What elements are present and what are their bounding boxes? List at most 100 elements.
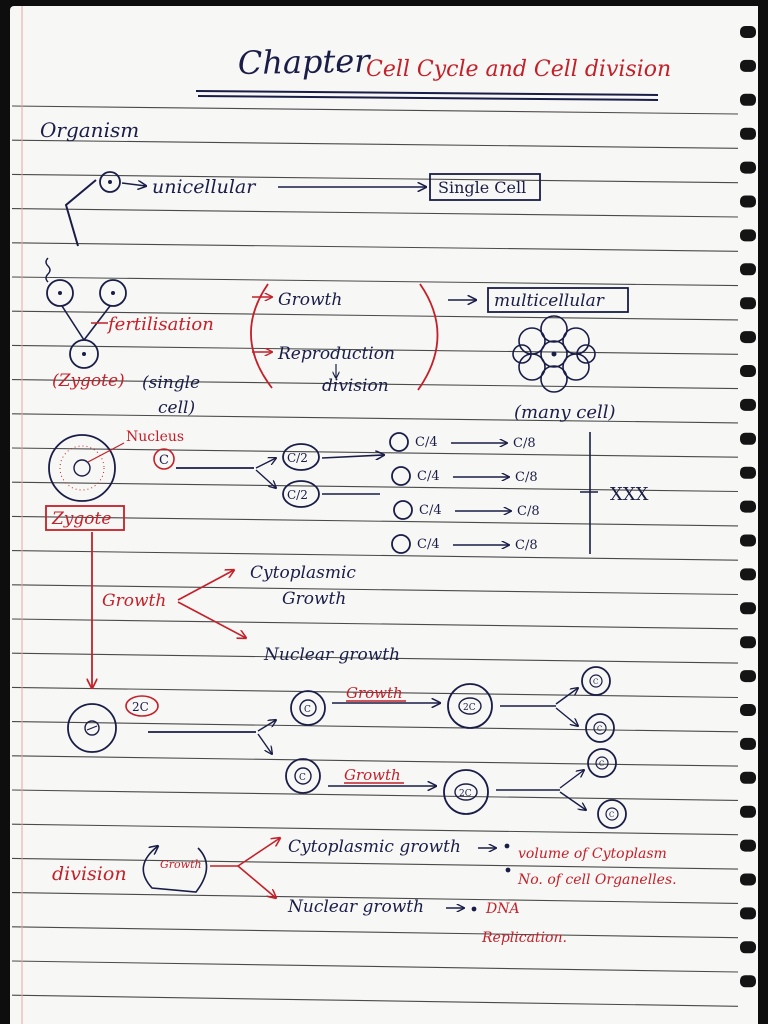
ruled-line <box>11 242 739 252</box>
unicellular-cell <box>99 171 121 193</box>
ruled-line <box>11 139 739 149</box>
nucleus-pointer <box>87 442 125 463</box>
ruled-line <box>11 686 739 699</box>
upper-daughter-c: C <box>304 705 311 715</box>
multicellular-cluster <box>512 315 596 393</box>
spiral-hole <box>740 93 756 106</box>
c2-to-c4-line-a <box>321 455 384 458</box>
gamete-cell-right <box>99 279 127 307</box>
two-c-badge-label: 2C <box>132 700 149 714</box>
gamete-cell-left <box>46 279 74 307</box>
c2-cell-b <box>282 480 320 508</box>
big-zygote-cell <box>48 434 116 502</box>
spiral-hole <box>740 771 756 784</box>
c8-label: C/8 <box>515 538 538 553</box>
ruled-line <box>11 755 739 767</box>
ruled-line <box>11 550 739 561</box>
ruled-line <box>11 413 739 424</box>
lower-grown-2c: 2C <box>459 789 472 799</box>
left-paren <box>250 283 273 389</box>
cycle-down-arrow <box>257 733 272 754</box>
upper-daughter-c-circle <box>299 699 317 717</box>
organelles-label: No. of cell Organelles. <box>517 872 677 888</box>
title-dash: - <box>336 57 343 82</box>
multicellular-label: multicellular <box>494 291 605 311</box>
c2-label-a: C/2 <box>287 451 308 465</box>
big-zygote-cytoplasm <box>59 445 105 491</box>
ruled-line <box>11 926 739 939</box>
c4-label: C/4 <box>415 435 438 450</box>
growth-loop-arc <box>142 846 208 893</box>
spiral-hole <box>740 805 756 818</box>
spiral-hole <box>740 907 756 920</box>
lower-daughter-c-circle <box>294 767 312 785</box>
title-underline-2 <box>197 95 659 101</box>
single-cell-label: Single Cell <box>438 178 526 197</box>
growth-label: Growth <box>278 290 342 310</box>
organism-section: Organism unicellular Single Cell fertili… <box>40 118 629 423</box>
ud-c-circle <box>593 721 607 735</box>
spiral-hole <box>740 263 756 276</box>
c4-label: C/4 <box>417 469 440 484</box>
cytoplasmic-label-1: Cytoplasmic <box>250 563 356 583</box>
bullet-volume <box>504 843 510 849</box>
spiral-hole <box>740 195 756 208</box>
single-cell-note-1: (single <box>142 373 200 393</box>
spiral-hole <box>740 59 756 72</box>
c4-cell <box>391 534 411 554</box>
ruled-line <box>11 344 739 355</box>
spiral-hole <box>740 873 756 886</box>
growth-to-cyto-arrow <box>177 570 234 601</box>
ld-c: C <box>609 811 614 819</box>
ruled-line <box>11 857 739 870</box>
spiral-hole <box>740 127 756 140</box>
growth-bottom-label: Growth <box>344 766 401 784</box>
start-cell-nucleus <box>84 720 100 736</box>
two-c-badge <box>125 695 159 717</box>
growth-top-label: Growth <box>346 684 403 702</box>
ruled-line <box>11 618 739 630</box>
lower-grown-2c-circle <box>454 783 478 801</box>
spiral-hole <box>740 229 756 242</box>
ruled-line <box>11 379 739 390</box>
page-header: Chapter - Cell Cycle and Cell division <box>195 42 671 101</box>
c8-label: C/8 <box>513 436 536 451</box>
title-underline-1 <box>195 90 659 96</box>
c-badge-label: C <box>159 453 169 468</box>
split-arrow-down <box>255 469 276 488</box>
spiral-hole <box>740 26 756 38</box>
spiral-hole <box>740 670 756 683</box>
lower-daughter-cell <box>285 758 321 794</box>
division-summary-section: division Growth Cytoplasmic growth volum… <box>52 837 677 946</box>
c4-label: C/4 <box>417 537 440 552</box>
spiral-hole <box>740 941 756 954</box>
lower-split-up <box>559 770 584 789</box>
branch-bracket <box>64 179 97 247</box>
upper-daughter-cell <box>290 690 326 726</box>
ruled-line <box>11 105 739 115</box>
ruled-line <box>11 208 739 218</box>
upper-grown-cell <box>447 683 493 729</box>
title-topic: Cell Cycle and Cell division <box>366 57 671 82</box>
c4-cell <box>393 500 413 520</box>
spiral-hole <box>740 602 756 615</box>
spiral-binding <box>740 26 756 988</box>
ruled-line <box>11 276 739 287</box>
right-paren <box>417 283 439 391</box>
upper-split-down <box>555 707 578 726</box>
summary-nuclear-growth: Nuclear growth <box>287 897 424 917</box>
start-nucleus-hatch <box>86 725 98 731</box>
reproduction-label: Reproduction <box>277 344 395 364</box>
spiral-hole <box>740 331 756 344</box>
ruled-line <box>11 994 739 1007</box>
spiral-hole <box>740 636 756 649</box>
ruled-line <box>11 789 739 801</box>
nucleus-label: Nucleus <box>126 429 184 445</box>
gamete-nucleus-right <box>111 291 115 295</box>
lower-grown-cell <box>443 769 489 815</box>
dna-label: DNA <box>485 901 520 917</box>
ruled-line <box>11 721 739 733</box>
unicellular-arrow <box>121 183 146 186</box>
